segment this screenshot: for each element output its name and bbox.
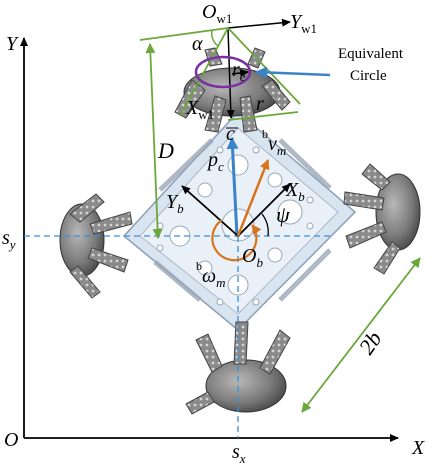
ob-label: Ob bbox=[242, 245, 263, 270]
leg-y-axis bbox=[227, 18, 291, 29]
equivalent-circle-pointer bbox=[255, 66, 331, 79]
2b-dimension bbox=[301, 257, 421, 413]
world-x-label: X bbox=[411, 437, 425, 459]
omega-label: bωm bbox=[196, 259, 226, 290]
foot-bottom bbox=[185, 321, 291, 415]
leg-x-axis bbox=[226, 27, 235, 119]
xb-label: Xb bbox=[285, 179, 305, 204]
leg-frame-axes bbox=[226, 18, 291, 119]
alpha-arc bbox=[210, 29, 219, 47]
2b-label: 2b bbox=[354, 327, 387, 359]
body-holes bbox=[156, 146, 314, 306]
cone-line-right bbox=[227, 27, 301, 105]
xw1-label: Xw1 bbox=[185, 97, 214, 122]
foot-top bbox=[174, 47, 291, 133]
omega-arc bbox=[211, 219, 262, 262]
vm-label: bvm bbox=[262, 127, 286, 158]
D-label: D bbox=[157, 138, 174, 163]
D-dimension bbox=[145, 43, 163, 239]
origin-label: O bbox=[4, 429, 18, 451]
cone-line-left-down bbox=[179, 27, 229, 117]
pc-label: pc bbox=[206, 149, 224, 174]
psi-arc bbox=[261, 213, 269, 237]
r-label: r bbox=[256, 93, 264, 115]
foot-left bbox=[59, 193, 133, 299]
re-label: re bbox=[232, 59, 246, 84]
yb-label: Yb bbox=[166, 191, 184, 216]
world-y-label: Y bbox=[6, 33, 19, 55]
yw1-label: Yw1 bbox=[290, 11, 317, 36]
projection-lines bbox=[24, 235, 330, 438]
body-y-axis bbox=[181, 185, 239, 237]
robot-body bbox=[122, 110, 357, 332]
sy-label: sy bbox=[2, 227, 16, 252]
radius-line bbox=[231, 69, 249, 77]
equivalent-circle bbox=[194, 55, 252, 89]
sx-label: sx bbox=[232, 441, 246, 466]
psi-label: ψ bbox=[276, 202, 290, 227]
velocity-vector bbox=[236, 159, 270, 237]
alpha-label: α bbox=[192, 33, 203, 55]
green-dimensions bbox=[139, 27, 421, 413]
ow1-label: Ow1 bbox=[202, 1, 232, 26]
world-axes bbox=[20, 37, 399, 442]
foot-right bbox=[343, 163, 421, 275]
body-x-axis bbox=[237, 183, 291, 237]
c-label: c bbox=[226, 123, 235, 145]
cone-line-left bbox=[139, 27, 229, 41]
pc-vector bbox=[226, 137, 239, 237]
labels: Y X O sy sx Ow1 Yw1 Xw1 α re r c Equival… bbox=[2, 1, 425, 466]
